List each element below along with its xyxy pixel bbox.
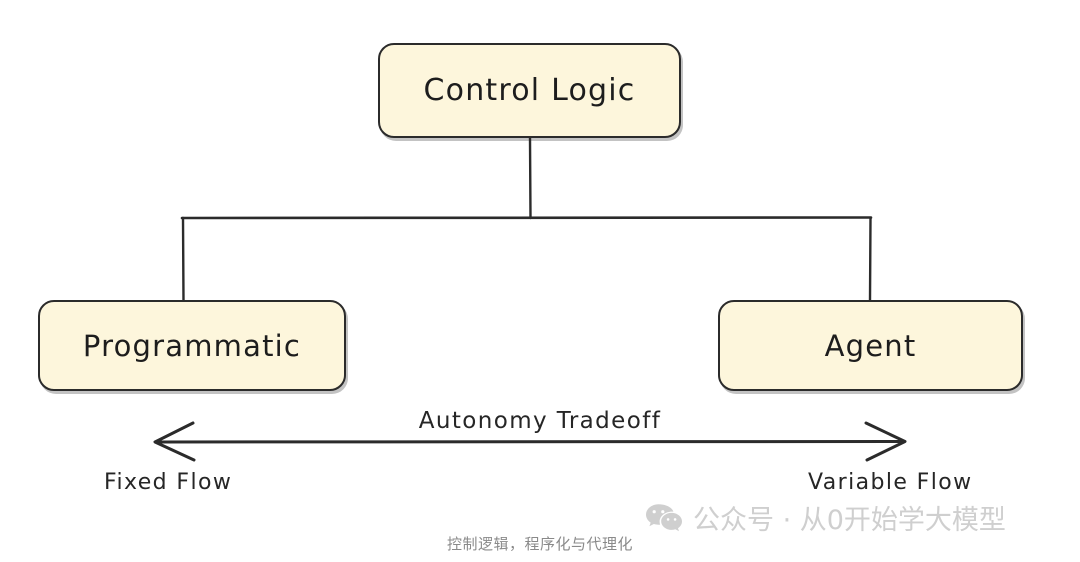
watermark-text: 公众号 · 从0开始学大模型 [693, 505, 1006, 536]
node-agent[interactable]: Agent [718, 300, 1023, 391]
wechat-icon [646, 503, 682, 531]
node-control-logic-label: Control Logic [423, 73, 636, 108]
watermark: 公众号 · 从0开始学大模型 [645, 498, 1006, 537]
axis-label-fixed-flow: Fixed Flow [104, 470, 233, 495]
node-programmatic-label: Programmatic [82, 328, 302, 363]
node-programmatic[interactable]: Programmatic [38, 300, 346, 391]
node-control-logic[interactable]: Control Logic [378, 43, 681, 138]
axis-label-autonomy-tradeoff: Autonomy Tradeoff [418, 408, 662, 434]
axis-label-variable-flow: Variable Flow [808, 470, 973, 495]
figure-caption: 控制逻辑，程序化与代理化 [446, 535, 633, 553]
node-agent-label: Agent [824, 328, 917, 363]
